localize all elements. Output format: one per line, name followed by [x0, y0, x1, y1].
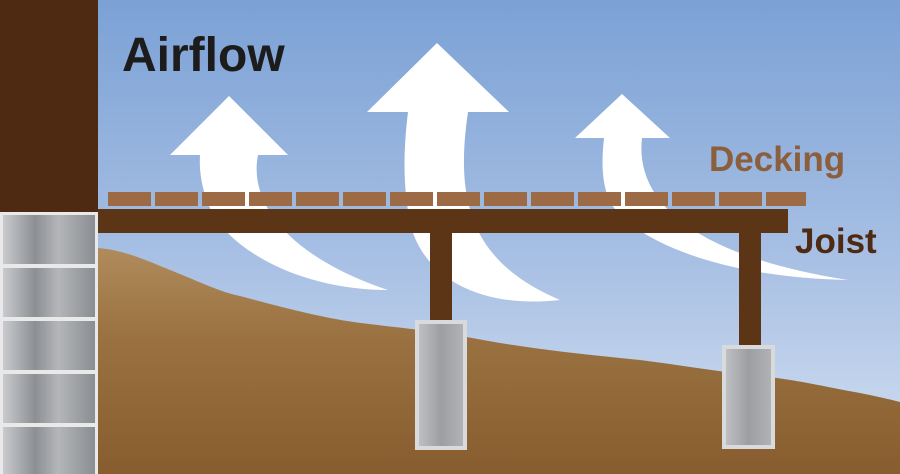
concrete-footing — [415, 320, 467, 450]
ground — [98, 248, 900, 474]
airflow-arrow-icon — [367, 43, 560, 302]
concrete-footing — [722, 345, 775, 449]
deck-post — [739, 233, 761, 346]
airflow-arrow-icon — [170, 96, 388, 290]
diagram-title: Airflow — [122, 29, 285, 82]
decking-boards — [108, 192, 806, 206]
joist-beam — [98, 209, 788, 233]
joist-label: Joist — [795, 222, 877, 261]
deck-post — [430, 233, 452, 322]
decking-label: Decking — [709, 140, 846, 179]
airflow-arrow-icon — [575, 94, 848, 280]
house-wall — [0, 0, 98, 212]
foundation-wall — [0, 212, 98, 474]
